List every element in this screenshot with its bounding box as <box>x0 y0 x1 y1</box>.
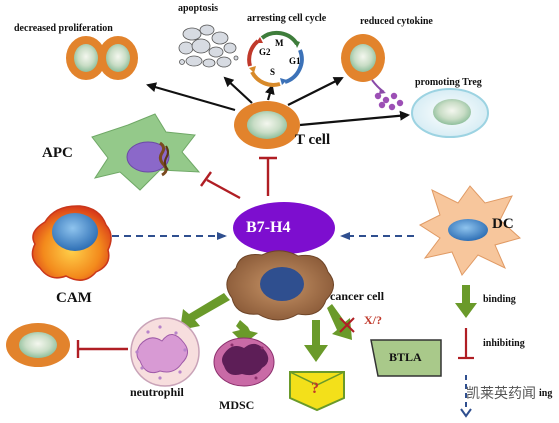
arrow-to-proliferation <box>146 82 236 112</box>
label-btla: BTLA <box>389 350 422 364</box>
treg-cell-icon <box>411 88 489 138</box>
mdsc-shape <box>213 337 275 387</box>
cell-cycle-icon: M G2 G1 S <box>247 30 304 87</box>
blocked-binding-mark <box>339 317 355 333</box>
neutrophil-shape <box>130 317 200 387</box>
dividing-cells-icon <box>66 36 138 80</box>
phase-s: S <box>270 67 275 77</box>
label-reduced-cytokine: reduced cytokine <box>360 16 433 27</box>
label-t-cell: T cell <box>295 132 331 148</box>
label-apc: APC <box>42 145 73 161</box>
label-decreased-proliferation: decreased proliferation <box>14 23 113 34</box>
label-neutrophil: neutrophil <box>130 385 184 399</box>
dc-cell-shape <box>418 185 522 276</box>
neutrophil-inhibition <box>76 340 128 358</box>
label-promoting-treg: promoting Treg <box>415 77 482 88</box>
watermark: 凯莱英药闻 <box>466 386 536 402</box>
legend-third-fragment: ing <box>539 388 553 399</box>
arrow-to-cell-cycle <box>264 84 275 101</box>
phase-m: M <box>275 38 284 48</box>
inhibited-cell-shape <box>6 323 70 367</box>
t-cell-shape <box>234 101 300 149</box>
legend-inhibiting: inhibiting <box>483 338 525 349</box>
b7h4-ellipse <box>233 202 335 254</box>
arrow-to-apoptosis <box>223 76 253 104</box>
label-cancer-cell: cancer cell <box>330 289 385 303</box>
legend-symbols <box>458 328 474 418</box>
label-mdsc: MDSC <box>219 398 255 412</box>
cancer-cell-shape <box>226 250 334 321</box>
phase-g1: G1 <box>289 56 301 66</box>
cam-cell-shape <box>31 205 112 281</box>
apc-inhibition <box>200 171 241 200</box>
apoptosis-icon <box>178 24 239 68</box>
arrow-to-treg <box>299 110 410 127</box>
cytokine-cell-icon <box>341 34 404 111</box>
t-cell-effect-arrows <box>146 76 410 127</box>
btla-box <box>370 339 442 377</box>
arrow-to-cytokine <box>287 77 344 106</box>
label-cam: CAM <box>56 290 92 306</box>
unknown-receptor-shape <box>289 371 345 412</box>
label-unknown-ligand: X/? <box>364 313 382 327</box>
cytokine-dots <box>374 92 404 111</box>
label-arresting-cell-cycle: arresting cell cycle <box>247 13 327 24</box>
tcell-inhibition <box>259 156 277 196</box>
label-apoptosis: apoptosis <box>178 3 219 14</box>
label-b7h4: B7-H4 <box>246 219 291 236</box>
legend-binding: binding <box>483 294 516 305</box>
phase-g2: G2 <box>259 47 271 57</box>
label-unknown-receptor: ? <box>311 380 319 397</box>
apc-cell-shape <box>91 113 201 191</box>
label-dc: DC <box>492 216 514 232</box>
